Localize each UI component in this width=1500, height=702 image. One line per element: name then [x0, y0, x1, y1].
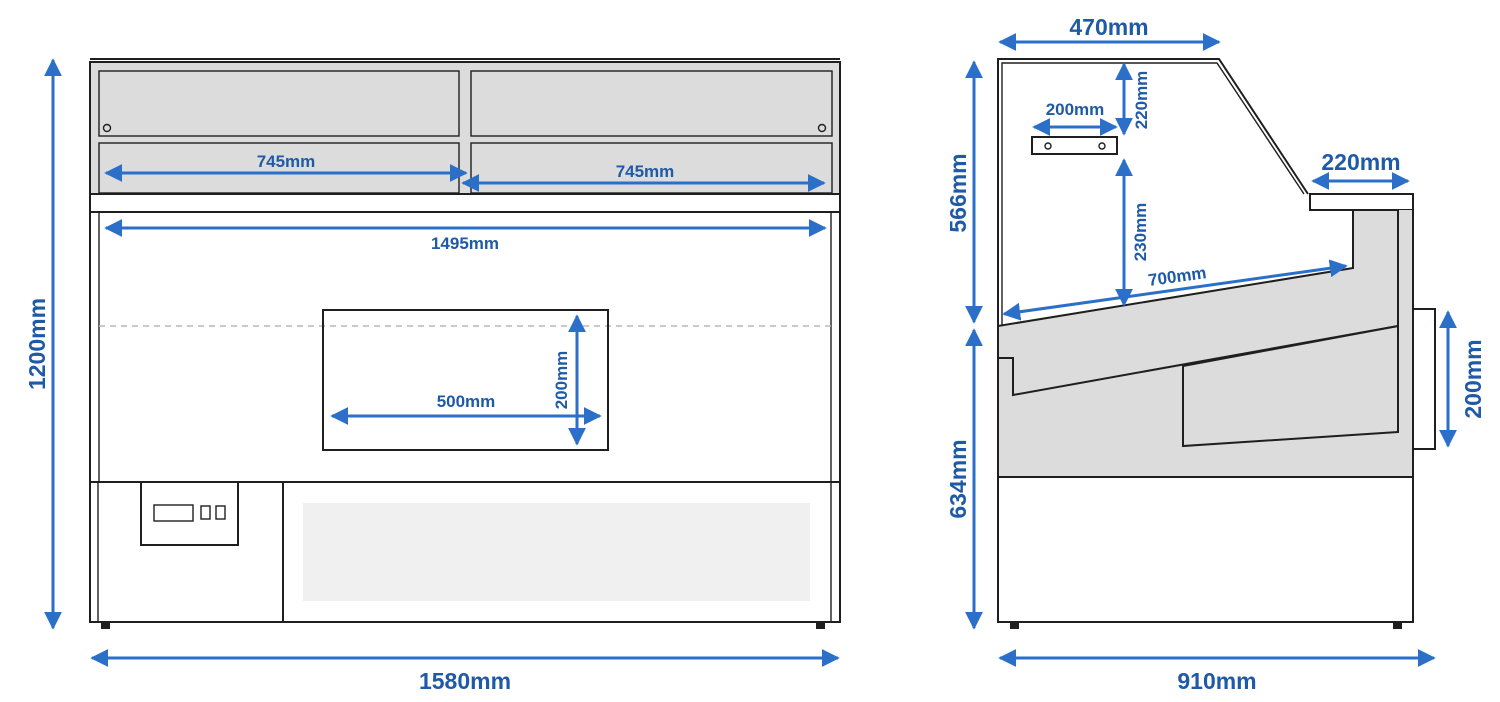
- dim-bracket-width: 200mm: [1046, 100, 1105, 119]
- side-foot-left: [1010, 622, 1019, 629]
- side-lower-tray: [1182, 324, 1399, 448]
- dim-shelf-right: 745mm: [616, 162, 675, 181]
- dim-front-height: 1200mm: [24, 298, 50, 390]
- dim-upper-height: 566mm: [945, 153, 971, 232]
- side-dimensions: 470mm 220mm 566mm 634mm 910mm 200mm 220m…: [945, 14, 1486, 694]
- side-glass-inner: [1001, 62, 1305, 326]
- front-glass-panel-left: [98, 70, 460, 137]
- dim-counter-depth: 220mm: [1321, 149, 1400, 175]
- control-display-icon: [153, 504, 194, 522]
- dim-side-panel-height: 200mm: [1460, 339, 1486, 418]
- side-counter-top: [1309, 193, 1414, 211]
- dim-inner-width: 1495mm: [431, 234, 499, 253]
- front-knob-right-icon: [817, 123, 827, 133]
- front-foot-left: [101, 622, 110, 629]
- dim-display-depth-arrow: [1002, 259, 1348, 321]
- front-grille-panel: [303, 503, 810, 601]
- dim-window-width: 500mm: [437, 392, 496, 411]
- dim-shelf-left: 745mm: [257, 152, 316, 171]
- dim-window-height: 200mm: [552, 351, 571, 410]
- dim-side-top-depth: 470mm: [1069, 14, 1148, 40]
- dim-lower-height: 634mm: [945, 439, 971, 518]
- side-panel: [1412, 308, 1436, 450]
- side-bracket: [1031, 136, 1118, 155]
- control-button-1-icon: [200, 505, 211, 520]
- side-view: [997, 58, 1436, 629]
- side-bracket-hole-left-icon: [1044, 142, 1052, 150]
- dim-bracket-gap: 220mm: [1132, 71, 1151, 130]
- front-view: [89, 58, 841, 629]
- side-glass-outline: [997, 58, 1309, 326]
- front-knob-left-icon: [102, 123, 112, 133]
- front-foot-right: [816, 622, 825, 629]
- side-body-gray: [998, 210, 1413, 477]
- dim-front-width: 1580mm: [419, 668, 511, 694]
- front-body: [89, 211, 841, 623]
- dim-shelf-gap: 230mm: [1131, 203, 1150, 262]
- side-bracket-hole-right-icon: [1098, 142, 1106, 150]
- front-dimensions: 1200mm 1580mm 1495mm 745mm 745mm 500mm 2…: [24, 58, 840, 694]
- control-panel: [140, 481, 239, 546]
- side-foot-right: [1393, 622, 1402, 629]
- front-counter-bar: [89, 193, 841, 213]
- dim-side-depth: 910mm: [1177, 668, 1256, 694]
- front-glass-panel-right: [470, 70, 833, 137]
- front-window: [322, 309, 609, 451]
- control-button-2-icon: [215, 505, 226, 520]
